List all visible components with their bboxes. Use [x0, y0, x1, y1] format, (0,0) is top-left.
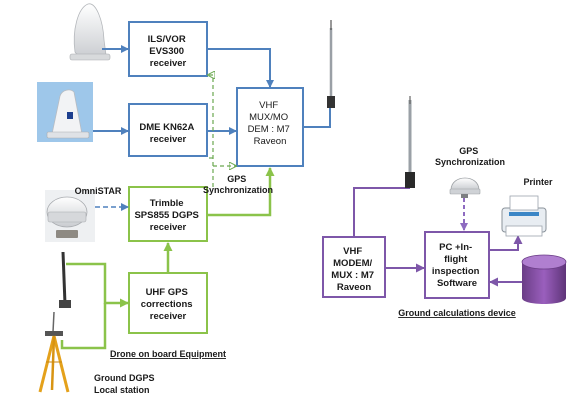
svg-text:UHF GPS corrections: UHF GPS corrections receiver	[141, 287, 195, 322]
fin-antenna-icon	[37, 82, 93, 142]
svg-text:VHF MODEM/ MUX : M: VHF MODEM/ MUX : M7 Raveon	[331, 246, 376, 293]
box-line: corrections	[141, 299, 193, 310]
ground-device-label: Ground calculations device	[398, 308, 516, 318]
svg-text:ILS/VOR EVS300 rec: ILS/VOR EVS300 receiver	[148, 34, 189, 69]
pc-to-printer-arrow	[489, 235, 523, 251]
uhf-gps-corrections-box: UHF GPS corrections receiver	[128, 272, 208, 334]
box-line: receiver	[150, 134, 187, 145]
dme-receiver-box: DME KN62A receiver	[128, 103, 208, 157]
ils-vor-receiver-box: ILS/VOR EVS300 receiver	[128, 21, 208, 77]
box-line: Raveon	[254, 136, 287, 147]
box-line: EVS300	[149, 46, 184, 57]
ground-dgps-label: Ground DGPS Local station	[94, 373, 157, 395]
caption-line: Local station	[94, 385, 150, 395]
omnistar-label: OmniSTAR	[75, 186, 122, 196]
box-line: ILS/VOR	[148, 34, 186, 45]
box-line: Software	[437, 278, 477, 289]
gps-sync-to-ils-dashed	[208, 75, 213, 187]
svg-text:Trimble SPS855 DGPS: Trimble SPS855 DGPS receiver	[134, 198, 201, 233]
box-line: Raveon	[337, 282, 372, 293]
caption-line: Synchronization	[435, 157, 505, 167]
svg-text:DME KN62A receiver: DME KN62A receiver	[139, 122, 196, 145]
box-line: flight	[444, 254, 468, 265]
caption-line: Ground DGPS	[94, 373, 155, 383]
box-line: MUX : M7	[331, 270, 374, 281]
gps-sync-ground-label: GPS Synchronization	[435, 146, 505, 167]
caption-line: Synchronization	[203, 185, 273, 195]
vhf-mast-antenna-icon	[405, 96, 415, 188]
ils-to-vhf-arrow	[207, 48, 274, 88]
trimble-dgps-receiver-box: Trimble SPS855 DGPS receiver	[128, 186, 208, 242]
box-line: inspection	[432, 266, 480, 277]
whip-antenna-icon	[59, 251, 71, 308]
gps-puck-icon	[449, 177, 481, 198]
box-line: DME KN62A	[139, 122, 194, 133]
box-line: DEM : M7	[248, 124, 290, 135]
drone-onboard-label: Drone on board Equipment	[110, 349, 226, 359]
box-line: MUX/MO	[249, 112, 288, 123]
box-line: VHF	[259, 100, 278, 111]
gps-dome-antenna-icon	[45, 190, 95, 242]
vhf-mast-antenna-icon	[327, 20, 335, 108]
box-line: receiver	[150, 58, 187, 69]
svg-text:PC +In- flight ins: PC +In- flight inspection Software	[432, 242, 482, 289]
gps-sync-onboard-label: GPS Synchronization	[203, 174, 273, 195]
box-line: MODEM/	[333, 258, 372, 269]
box-line: PC +In-	[439, 242, 472, 253]
vhf-onboard-box: VHF MUX/MO DEM : M7 Raveon	[236, 87, 304, 167]
vhf-to-mast-line	[303, 100, 331, 128]
printer-icon	[501, 195, 547, 237]
caption-line: GPS	[227, 174, 246, 184]
database-icon	[521, 254, 567, 304]
printer-label: Printer	[523, 177, 553, 187]
box-line: Trimble	[150, 198, 184, 209]
box-line: receiver	[150, 222, 187, 233]
tripod-to-uhf-line	[60, 303, 107, 350]
box-line: VHF	[343, 246, 362, 257]
caption-line: GPS	[459, 146, 478, 156]
trimble-to-vhf-arrow	[207, 167, 275, 217]
mast-to-vhf-ground-line	[353, 187, 410, 236]
pc-inspection-software-box: PC +In- flight inspection Software	[424, 231, 490, 299]
survey-tripod-icon	[38, 311, 70, 393]
blade-antenna-icon	[69, 3, 111, 61]
vhf-ground-box: VHF MODEM/ MUX : M7 Raveon	[322, 236, 386, 298]
whip-to-uhf-arrow	[66, 262, 129, 308]
svg-text:VHF MUX/MO DEM : M: VHF MUX/MO DEM : M7 Raveon	[248, 100, 293, 147]
box-line: receiver	[150, 311, 187, 322]
box-line: UHF GPS	[146, 287, 188, 298]
box-line: SPS855 DGPS	[134, 210, 198, 221]
